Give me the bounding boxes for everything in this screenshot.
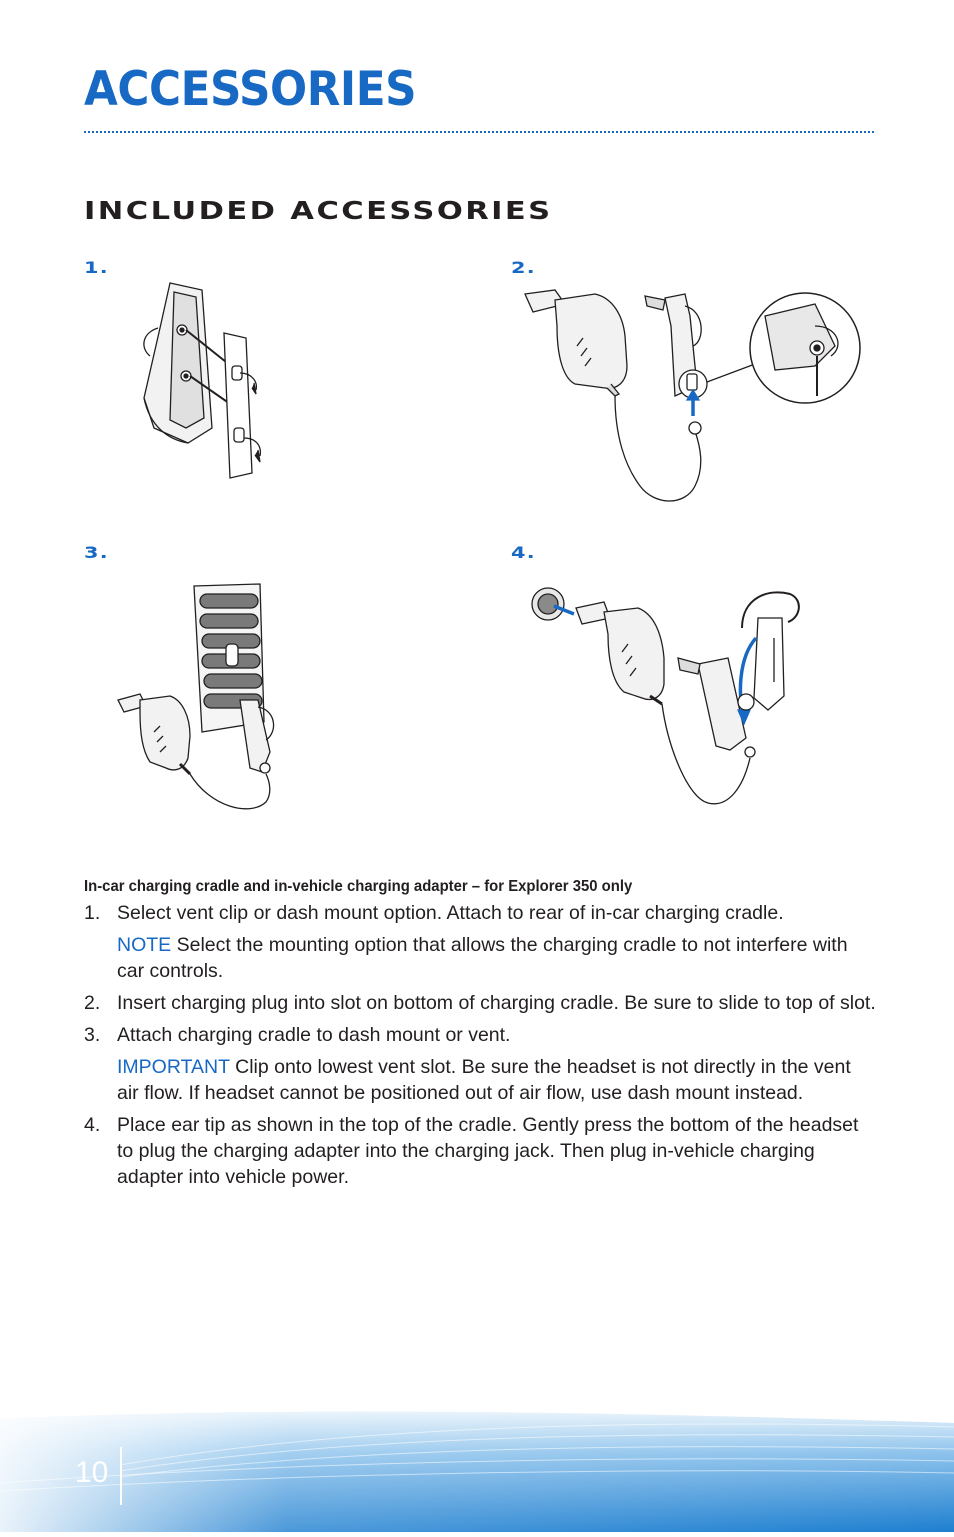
step-note: NOTE Select the mounting option that all… xyxy=(117,932,876,984)
figure-2-number: 2. xyxy=(511,258,536,277)
figure-1-number: 1. xyxy=(84,258,109,277)
instructions: In-car charging cradle and in-vehicle ch… xyxy=(84,877,876,1196)
note-label: NOTE xyxy=(117,934,172,956)
instruction-steps: 1. Select vent clip or dash mount option… xyxy=(84,900,876,1190)
step-note: IMPORTANT Clip onto lowest vent slot. Be… xyxy=(117,1054,876,1106)
figure-3-number: 3. xyxy=(84,543,109,562)
vent-clip-mount-illustration xyxy=(110,582,290,827)
step-number: 4. xyxy=(84,1114,101,1136)
page-title: ACCESSORIES xyxy=(84,62,417,117)
page-number-divider xyxy=(120,1447,122,1505)
list-item: 1. Select vent clip or dash mount option… xyxy=(84,900,876,984)
footer-wave-banner xyxy=(0,1405,954,1532)
title-divider xyxy=(84,131,874,133)
important-label: IMPORTANT xyxy=(117,1056,230,1078)
cradle-mount-attach-illustration xyxy=(140,278,280,483)
step-text: Select vent clip or dash mount option. A… xyxy=(117,902,784,924)
instructions-subheading: In-car charging cradle and in-vehicle ch… xyxy=(84,878,633,895)
step-text: Place ear tip as shown in the top of the… xyxy=(117,1114,859,1188)
step-text: Insert charging plug into slot on bottom… xyxy=(117,992,876,1014)
note-text: Clip onto lowest vent slot. Be sure the … xyxy=(117,1056,851,1104)
charging-plug-insert-illustration xyxy=(515,286,865,508)
list-item: 4. Place ear tip as shown in the top of … xyxy=(84,1112,876,1190)
section-title: INCLUDED ACCESSORIES xyxy=(84,196,553,225)
headset-in-cradle-illustration xyxy=(528,578,808,823)
step-number: 1. xyxy=(84,902,101,924)
step-text: Attach charging cradle to dash mount or … xyxy=(117,1024,511,1046)
list-item: 3. Attach charging cradle to dash mount … xyxy=(84,1022,876,1106)
list-item: 2. Insert charging plug into slot on bot… xyxy=(84,990,876,1016)
page-number: 10 xyxy=(75,1456,109,1489)
figure-4-number: 4. xyxy=(511,543,536,562)
step-number: 2. xyxy=(84,992,101,1014)
step-number: 3. xyxy=(84,1024,101,1046)
note-text: Select the mounting option that allows t… xyxy=(117,934,848,982)
